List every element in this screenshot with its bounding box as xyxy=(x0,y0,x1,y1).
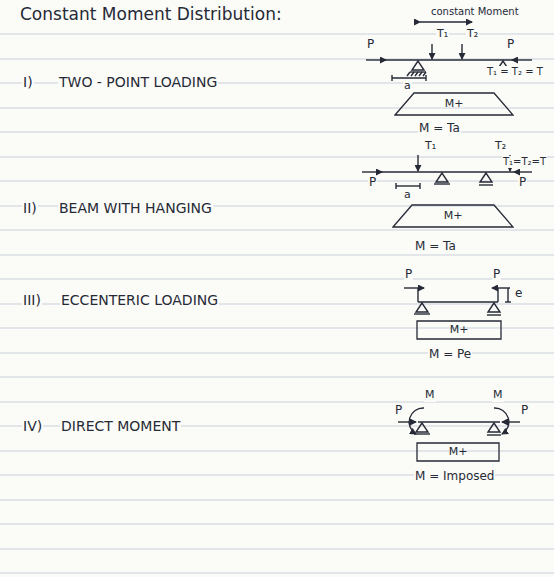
beam-sketches xyxy=(362,22,532,435)
moment-label: M+ xyxy=(450,324,469,337)
moment-diagram: M+ xyxy=(394,92,514,116)
ruled-line xyxy=(0,230,554,231)
annotation: T₁=T₂=T xyxy=(502,156,547,168)
note-text: IV) xyxy=(22,418,43,434)
annotation: P xyxy=(520,404,529,418)
annotation: T₁ xyxy=(436,28,449,41)
moment-label: M+ xyxy=(445,98,464,111)
moment-diagram: M+ xyxy=(416,442,500,462)
annotation: P xyxy=(394,404,403,418)
note-text: M = Imposed xyxy=(414,470,495,484)
annotation: constant Moment xyxy=(430,6,520,18)
note-text: BEAM WITH HANGING xyxy=(58,200,213,216)
ruled-line xyxy=(0,377,554,378)
page-title: Constant Moment Distribution: xyxy=(18,4,284,24)
annotation: P xyxy=(506,38,515,52)
ruled-line xyxy=(0,181,554,182)
note-text: M xyxy=(424,389,436,402)
note-text: T₂ xyxy=(466,28,479,41)
ruled-line xyxy=(0,108,554,109)
ruled-line xyxy=(0,279,554,280)
moment-label: M+ xyxy=(444,210,463,223)
ruled-line xyxy=(0,573,554,574)
ruled-line xyxy=(0,549,554,550)
annotation: T₁ xyxy=(424,140,437,153)
annotation: II) xyxy=(22,200,38,216)
ruled-line xyxy=(0,255,554,256)
note-text: M xyxy=(492,389,504,402)
note-text: P xyxy=(404,268,413,282)
note-text: III) xyxy=(22,292,42,308)
ruled-line xyxy=(0,500,554,501)
annotation: DIRECT MOMENT xyxy=(60,418,181,434)
ruled-line xyxy=(0,328,554,329)
annotation: M = Pe xyxy=(428,348,472,362)
ruled-lines xyxy=(0,34,554,573)
annotation: P xyxy=(492,268,501,282)
ruled-line xyxy=(0,402,554,403)
ruled-line xyxy=(0,59,554,60)
ruled-line xyxy=(0,451,554,452)
note-text: e xyxy=(514,287,523,301)
annotation: P xyxy=(518,176,527,190)
moment-diagram: M+ xyxy=(392,204,514,228)
note-text: P xyxy=(368,176,377,190)
ruled-line xyxy=(0,524,554,525)
annotation: TWO - POINT LOADING xyxy=(58,74,218,90)
note-text: I) xyxy=(22,74,34,90)
note-text: T₂ xyxy=(494,140,507,153)
moment-diagram: M+ xyxy=(416,320,502,340)
note-text: P xyxy=(366,38,375,52)
note-text: M = Ta xyxy=(418,122,461,136)
ruled-line xyxy=(0,157,554,158)
annotation: ECCENTERIC LOADING xyxy=(60,292,219,308)
annotation: a xyxy=(403,80,412,93)
note-text: T₁ = T₂ = T xyxy=(486,66,544,78)
annotation: M = Ta xyxy=(414,240,457,254)
note-text: a xyxy=(403,189,412,202)
ruled-line xyxy=(0,132,554,133)
moment-label: M+ xyxy=(449,446,468,459)
